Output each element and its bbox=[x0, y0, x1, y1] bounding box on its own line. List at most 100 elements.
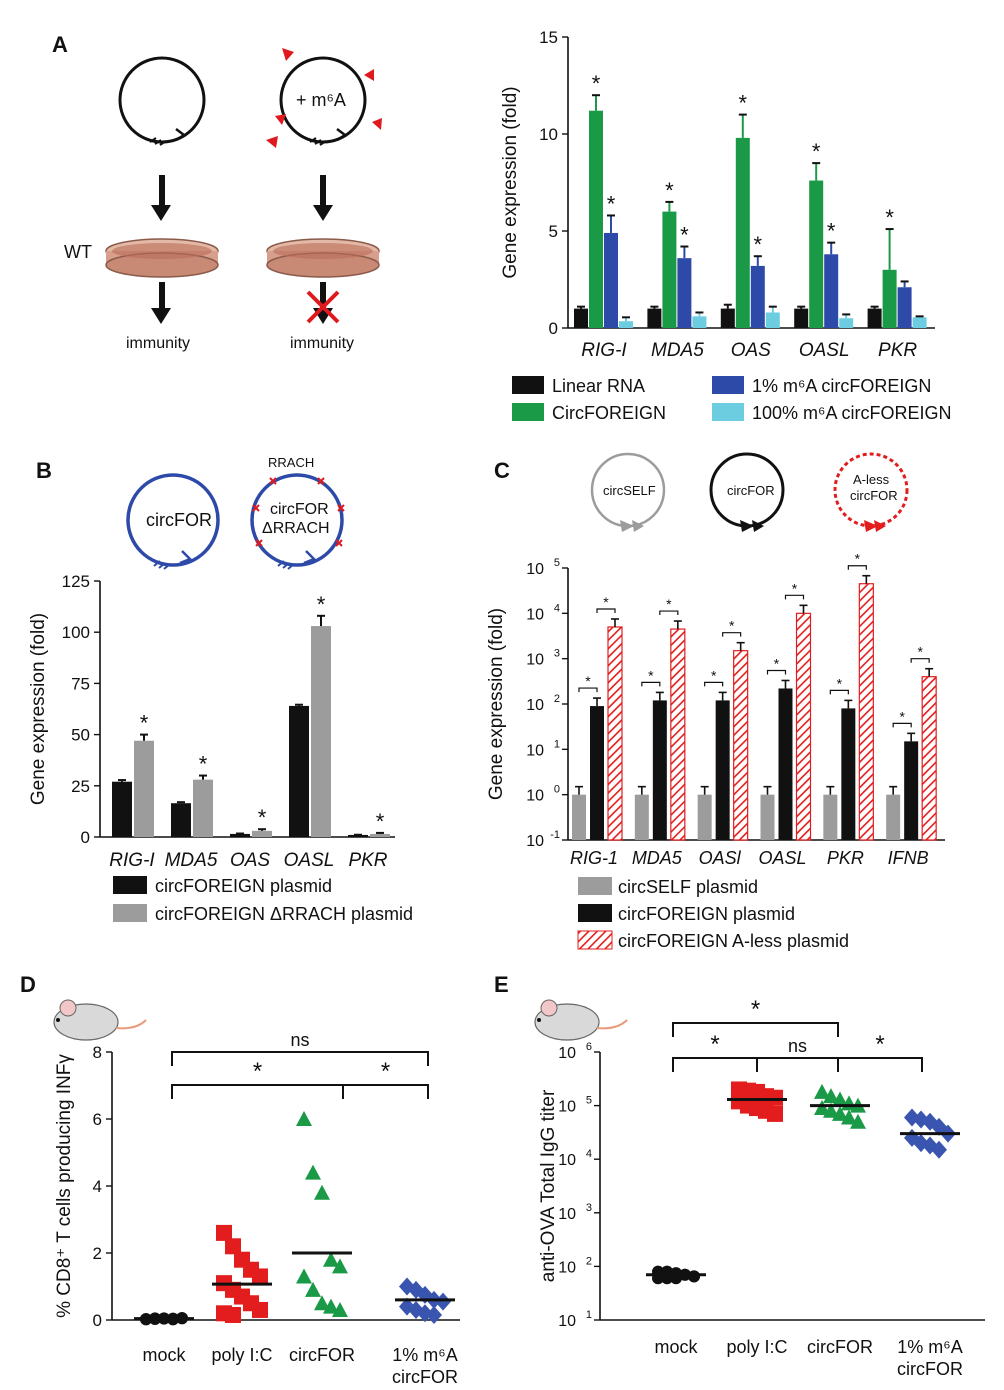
bar bbox=[289, 705, 309, 837]
immunity-label-right: immunity bbox=[290, 335, 354, 352]
bar bbox=[904, 741, 919, 840]
bar bbox=[670, 628, 686, 841]
x-tick-label: MDA5 bbox=[165, 850, 218, 871]
schematic-a: + m⁶A WT immunity immunity bbox=[64, 48, 382, 352]
petri-dish-icon bbox=[266, 238, 380, 278]
x-tick-label: OAS bbox=[230, 850, 270, 871]
x-tick-label: mock bbox=[654, 1337, 698, 1357]
significance-star: * bbox=[317, 592, 326, 617]
y-tick-label: 10 bbox=[539, 125, 558, 144]
significance-star: * bbox=[855, 551, 861, 567]
rrach-deletion-marks bbox=[252, 477, 345, 547]
bar bbox=[677, 258, 692, 328]
legend-label: Linear RNA bbox=[552, 376, 645, 396]
significance-label: * bbox=[751, 996, 760, 1023]
bar bbox=[311, 626, 331, 837]
bar bbox=[697, 794, 712, 840]
y-tick-label: 10 bbox=[526, 652, 544, 669]
legend-label: 1% m⁶A circFOREIGN bbox=[752, 376, 931, 396]
bar bbox=[809, 180, 824, 328]
legend-label: circFOREIGN A-less plasmid bbox=[618, 931, 849, 951]
y-tick-label: 2 bbox=[93, 1244, 102, 1263]
panel-label-d: D bbox=[20, 972, 36, 997]
legend-swatch bbox=[512, 376, 544, 394]
significance-star: * bbox=[376, 809, 385, 834]
x-tick-label: circFOR bbox=[807, 1337, 873, 1357]
y-tick-label: 75 bbox=[71, 674, 90, 693]
data-point bbox=[296, 1111, 312, 1126]
y-tick-label: 6 bbox=[93, 1110, 102, 1129]
bar bbox=[574, 308, 588, 328]
x-tick-label: 1% m⁶A bbox=[897, 1337, 962, 1357]
arrow-icon bbox=[740, 520, 764, 532]
bar bbox=[112, 781, 132, 837]
y-tick-label: 125 bbox=[62, 572, 90, 591]
data-point bbox=[216, 1224, 232, 1241]
data-point bbox=[252, 1301, 268, 1318]
x-tick-label: RIG-I bbox=[581, 340, 627, 361]
m6a-marker-icon bbox=[282, 48, 294, 61]
legend-swatch bbox=[113, 876, 147, 894]
data-point bbox=[323, 1298, 339, 1314]
bar bbox=[858, 583, 874, 841]
bar bbox=[348, 834, 368, 837]
significance-star: * bbox=[827, 219, 836, 244]
legend-swatch bbox=[578, 877, 612, 895]
legend-swatch bbox=[578, 904, 612, 922]
data-point bbox=[767, 1089, 783, 1106]
bar bbox=[750, 265, 765, 328]
y-tick-label: 100 bbox=[62, 623, 90, 642]
data-point bbox=[841, 1109, 857, 1125]
m6a-marker-icon bbox=[364, 69, 374, 81]
significance-bracket bbox=[766, 669, 787, 675]
bar bbox=[735, 137, 750, 328]
legend-label: CircFOREIGN bbox=[552, 403, 666, 423]
data-point bbox=[823, 1102, 839, 1118]
y-tick-label: 0 bbox=[93, 1311, 102, 1330]
immunity-label-left: immunity bbox=[126, 335, 190, 352]
data-point bbox=[225, 1238, 241, 1255]
y-axis-label: anti-OVA Total IgG titer bbox=[538, 1089, 559, 1282]
bar bbox=[823, 794, 838, 840]
y-axis-label: Gene expression (fold) bbox=[28, 613, 49, 805]
arrow-down-icon bbox=[313, 205, 333, 221]
bar bbox=[886, 794, 901, 840]
cross-icon bbox=[306, 290, 340, 324]
mouse-icon bbox=[534, 999, 628, 1041]
legend-label: circFOREIGN ΔRRACH plasmid bbox=[155, 904, 413, 924]
arrow-icon bbox=[620, 520, 644, 532]
significance-bracket bbox=[641, 681, 661, 687]
bar bbox=[634, 794, 649, 840]
significance-bracket bbox=[847, 565, 867, 570]
significance-bracket bbox=[672, 1022, 839, 1037]
bar bbox=[252, 830, 272, 837]
x-tick-label: poly I:C bbox=[726, 1337, 787, 1357]
significance-label: ns bbox=[290, 1030, 309, 1050]
x-tick-label: OASl bbox=[699, 848, 742, 868]
y-tick-label: 10 bbox=[558, 1152, 576, 1169]
data-point bbox=[332, 1258, 348, 1274]
y-tick-exponent: 6 bbox=[586, 1041, 592, 1053]
x-tick-label: MDA5 bbox=[632, 848, 683, 868]
y-tick-label: 10 bbox=[526, 833, 544, 850]
y-tick-exponent: -1 bbox=[550, 829, 560, 841]
bar bbox=[230, 833, 250, 837]
y-tick-exponent: 4 bbox=[554, 602, 560, 614]
significance-star: * bbox=[792, 580, 798, 596]
bar bbox=[841, 708, 856, 840]
bar bbox=[765, 312, 780, 328]
y-tick-exponent: 1 bbox=[586, 1309, 592, 1321]
bar bbox=[193, 779, 213, 837]
significance-star: * bbox=[729, 618, 735, 634]
bar bbox=[662, 211, 677, 328]
data-point bbox=[323, 1251, 339, 1267]
data-point bbox=[314, 1295, 330, 1311]
bar bbox=[171, 803, 191, 837]
y-tick-exponent: 5 bbox=[554, 557, 560, 569]
x-tick-label: OASL bbox=[799, 340, 850, 361]
y-tick-exponent: 3 bbox=[554, 648, 560, 660]
x-tick-label: circFOR bbox=[289, 1345, 355, 1365]
